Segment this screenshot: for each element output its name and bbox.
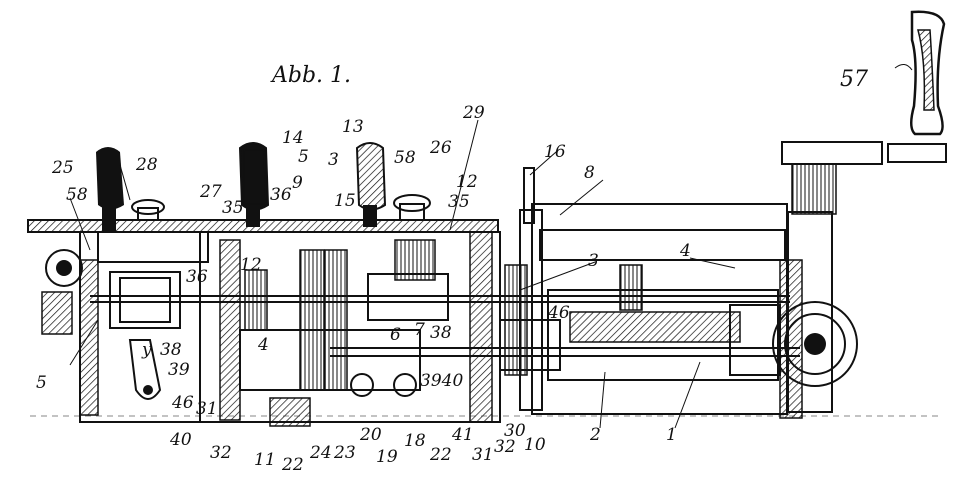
figure-caption: Abb. 1. bbox=[270, 63, 351, 88]
label-5-left: 5 bbox=[36, 373, 47, 393]
label-25: 25 bbox=[51, 158, 74, 178]
reference-labels: 57 25 58 28 27 35 36 9 14 5 3 13 15 58 2… bbox=[36, 67, 868, 475]
label-22-left: 22 bbox=[281, 455, 304, 475]
label-16: 16 bbox=[544, 142, 566, 162]
label-4-right: 4 bbox=[679, 241, 691, 261]
label-31-right: 31 bbox=[472, 445, 494, 465]
label-2: 2 bbox=[589, 425, 601, 445]
handle-left bbox=[96, 147, 124, 233]
handle-middle bbox=[238, 142, 270, 227]
label-57: 57 bbox=[840, 67, 868, 92]
label-3-right: 3 bbox=[588, 251, 599, 271]
label-12-top: 12 bbox=[456, 172, 478, 192]
label-32-left: 32 bbox=[210, 443, 232, 463]
label-20: 20 bbox=[359, 425, 382, 445]
label-10: 10 bbox=[524, 435, 546, 455]
label-y: y bbox=[141, 340, 152, 360]
label-36-left: 36 bbox=[270, 185, 292, 205]
label-46-right: 46 bbox=[547, 303, 570, 323]
top-plate bbox=[27, 219, 499, 233]
label-11: 11 bbox=[254, 450, 276, 470]
label-38-mid: 38 bbox=[430, 323, 452, 343]
knob-left bbox=[131, 199, 165, 221]
label-41: 41 bbox=[451, 425, 474, 445]
label-39: 39 bbox=[168, 360, 190, 380]
label-28: 29 bbox=[462, 103, 485, 123]
label-58-left: 58 bbox=[66, 185, 88, 205]
label-35-right: 35 bbox=[448, 192, 470, 212]
label-13: 13 bbox=[342, 117, 364, 137]
label-12-left: 12 bbox=[240, 255, 262, 275]
label-4-left: 4 bbox=[257, 335, 269, 355]
label-46-left: 46 bbox=[171, 393, 194, 413]
label-8: 8 bbox=[584, 163, 595, 183]
label-3940: 3940 bbox=[420, 371, 463, 391]
right-housing bbox=[499, 10, 947, 419]
label-7: 7 bbox=[414, 320, 425, 340]
label-32-right: 32 bbox=[494, 437, 516, 457]
label-40: 40 bbox=[169, 430, 192, 450]
label-5-top: 5 bbox=[298, 147, 309, 167]
label-3-top: 3 bbox=[328, 150, 339, 170]
label-23: 23 bbox=[333, 443, 356, 463]
label-6: 6 bbox=[390, 325, 401, 345]
label-24: 24 bbox=[309, 443, 332, 463]
label-30: 30 bbox=[504, 421, 526, 441]
label-26: 26 bbox=[429, 138, 452, 158]
label-58-right: 58 bbox=[394, 148, 416, 168]
label-35-left: 35 bbox=[222, 198, 244, 218]
label-9: 9 bbox=[292, 173, 303, 193]
label-19: 19 bbox=[376, 447, 398, 467]
handle-right bbox=[355, 142, 387, 227]
label-22-right: 22 bbox=[429, 445, 452, 465]
label-37: 36 bbox=[186, 267, 208, 287]
label-14: 14 bbox=[282, 128, 304, 148]
label-18: 18 bbox=[404, 431, 426, 451]
label-29: 28 bbox=[135, 155, 158, 175]
label-27: 27 bbox=[199, 182, 222, 202]
label-15: 15 bbox=[334, 191, 356, 211]
label-38-left: 38 bbox=[160, 340, 182, 360]
knob-right bbox=[393, 194, 431, 221]
label-1: 1 bbox=[666, 425, 677, 445]
leader-lines bbox=[69, 64, 913, 429]
label-31-left: 31 bbox=[196, 399, 218, 419]
